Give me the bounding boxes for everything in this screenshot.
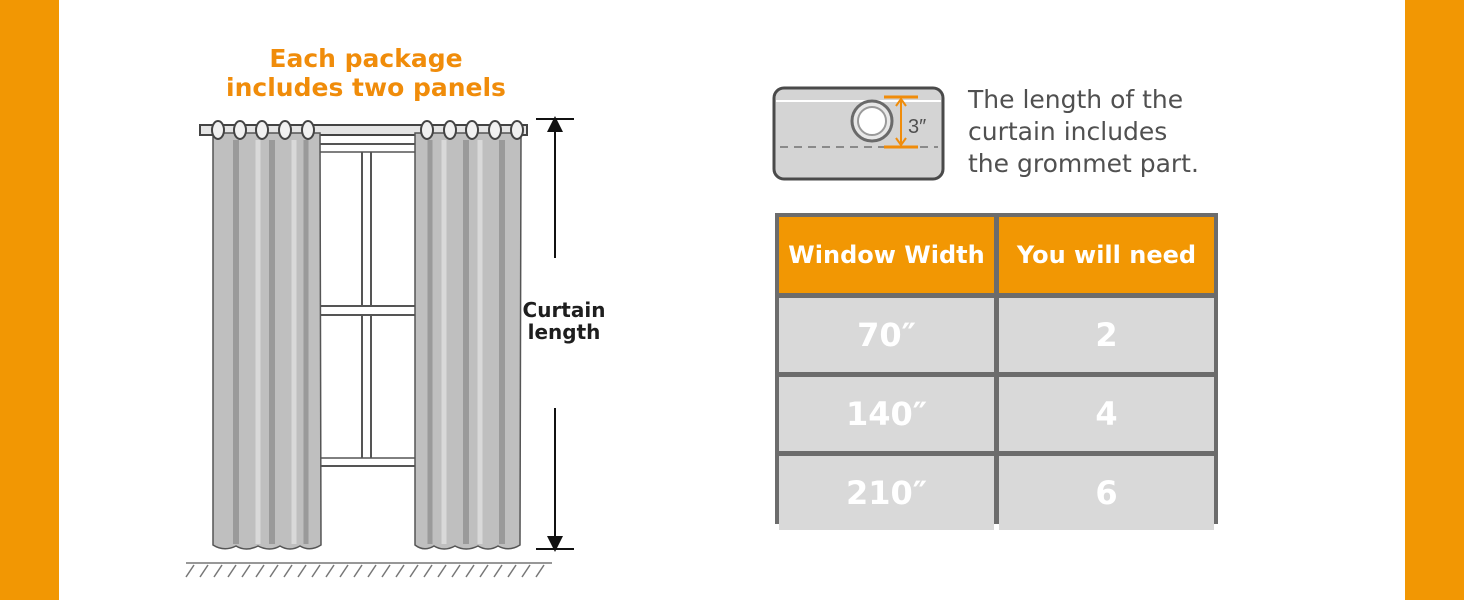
grommet-note-line: the grommet part. xyxy=(968,149,1199,178)
table-cell-panels-needed: 4 xyxy=(999,377,1214,451)
grommet-measure-label: 3″ xyxy=(908,116,926,138)
rod-grommet-rings xyxy=(211,120,524,140)
grommet-detail-illustration: 3″ xyxy=(772,86,945,181)
package-note-line: includes two panels xyxy=(226,73,506,102)
grommet-note: The length of the curtain includes the g… xyxy=(968,84,1268,180)
size-table: Window Width You will need 70″ 2 140″ 4 … xyxy=(775,213,1218,530)
left-accent-bar xyxy=(0,0,59,600)
floor-line xyxy=(185,562,552,578)
package-note-line: Each package xyxy=(269,44,463,73)
curtain-length-label-line: length xyxy=(527,320,601,344)
table-cell-window-width: 210″ xyxy=(779,456,994,530)
package-note: Each package includes two panels xyxy=(196,44,536,102)
grommet-note-line: curtain includes xyxy=(968,117,1168,146)
right-accent-bar xyxy=(1405,0,1464,600)
curtain-rod xyxy=(199,124,528,136)
table-header-window-width: Window Width xyxy=(779,217,994,293)
left-curtain-panel xyxy=(212,132,322,550)
window-illustration xyxy=(317,143,419,467)
grommet-note-line: The length of the xyxy=(968,85,1184,114)
curtain-length-label-line: Curtain xyxy=(522,298,606,322)
curtain-length-dimension xyxy=(536,116,574,552)
table-cell-window-width: 140″ xyxy=(779,377,994,451)
table-cell-panels-needed: 2 xyxy=(999,298,1214,372)
table-header-you-will-need: You will need xyxy=(999,217,1214,293)
table-cell-window-width: 70″ xyxy=(779,298,994,372)
table-cell-panels-needed: 6 xyxy=(999,456,1214,530)
curtain-length-label: Curtain length xyxy=(513,299,615,343)
right-curtain-panel xyxy=(414,132,522,550)
